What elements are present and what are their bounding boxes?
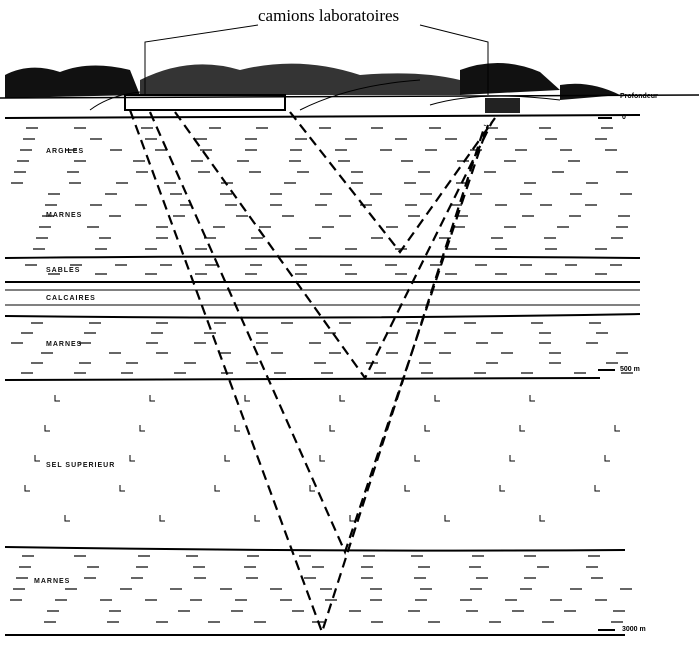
- depth-tick-0: 0: [622, 114, 626, 121]
- salt-mark: [244, 395, 250, 402]
- salt-mark: [119, 485, 125, 492]
- salt-mark: [509, 455, 515, 462]
- depth-tick-500: 500 m: [620, 366, 640, 373]
- landscape-trees: [5, 62, 620, 100]
- salt-mark: [404, 485, 410, 492]
- salt-mark: [214, 485, 220, 492]
- depth-tick-3000: 3000 m: [622, 626, 646, 633]
- salt-mark: [499, 485, 505, 492]
- salt-mark: [149, 395, 155, 402]
- salt-mark: [529, 395, 535, 402]
- salt-mark: [594, 485, 600, 492]
- salt-mark: [64, 515, 70, 522]
- salt-mark: [329, 425, 335, 432]
- seismic-rays: [128, 109, 496, 636]
- salt-mark: [539, 515, 545, 522]
- salt-mark: [319, 455, 325, 462]
- truck-icon: [485, 98, 520, 113]
- salt-mark: [434, 395, 440, 402]
- salt-mark: [519, 425, 525, 432]
- layer-label-calcaires: CALCAIRES: [46, 295, 96, 302]
- layer-label-argiles: ARGILES: [46, 148, 85, 155]
- salt-mark: [614, 425, 620, 432]
- depth-axis-label: Profondeur: [620, 93, 658, 100]
- layer-boundaries: [4, 114, 641, 636]
- salt-mark: [349, 515, 355, 522]
- salt-mark: [54, 395, 60, 402]
- layer-label-marnes-3: MARNES: [34, 578, 71, 585]
- layer-label-sel-superieur: SEL SUPERIEUR: [46, 462, 116, 469]
- layer-label-marnes-2: MARNES: [46, 341, 83, 348]
- salt-mark: [424, 425, 430, 432]
- salt-mark: [139, 425, 145, 432]
- salt-mark: [444, 515, 450, 522]
- salt-mark: [234, 425, 240, 432]
- salt-mark: [339, 395, 345, 402]
- salt-mark: [34, 455, 40, 462]
- salt-mark: [604, 455, 610, 462]
- salt-mark: [44, 425, 50, 432]
- salt-mark: [129, 455, 135, 462]
- title-label: camions laboratoires: [258, 6, 400, 25]
- layer-label-sables: SABLES: [46, 267, 81, 274]
- salt-mark: [24, 485, 30, 492]
- salt-mark: [224, 455, 230, 462]
- truck-icon: [124, 94, 286, 111]
- salt-mark: [414, 455, 420, 462]
- layer-label-marnes: MARNES: [46, 212, 83, 219]
- salt-mark: [159, 515, 165, 522]
- salt-mark: [254, 515, 260, 522]
- salt-mark: [309, 485, 315, 492]
